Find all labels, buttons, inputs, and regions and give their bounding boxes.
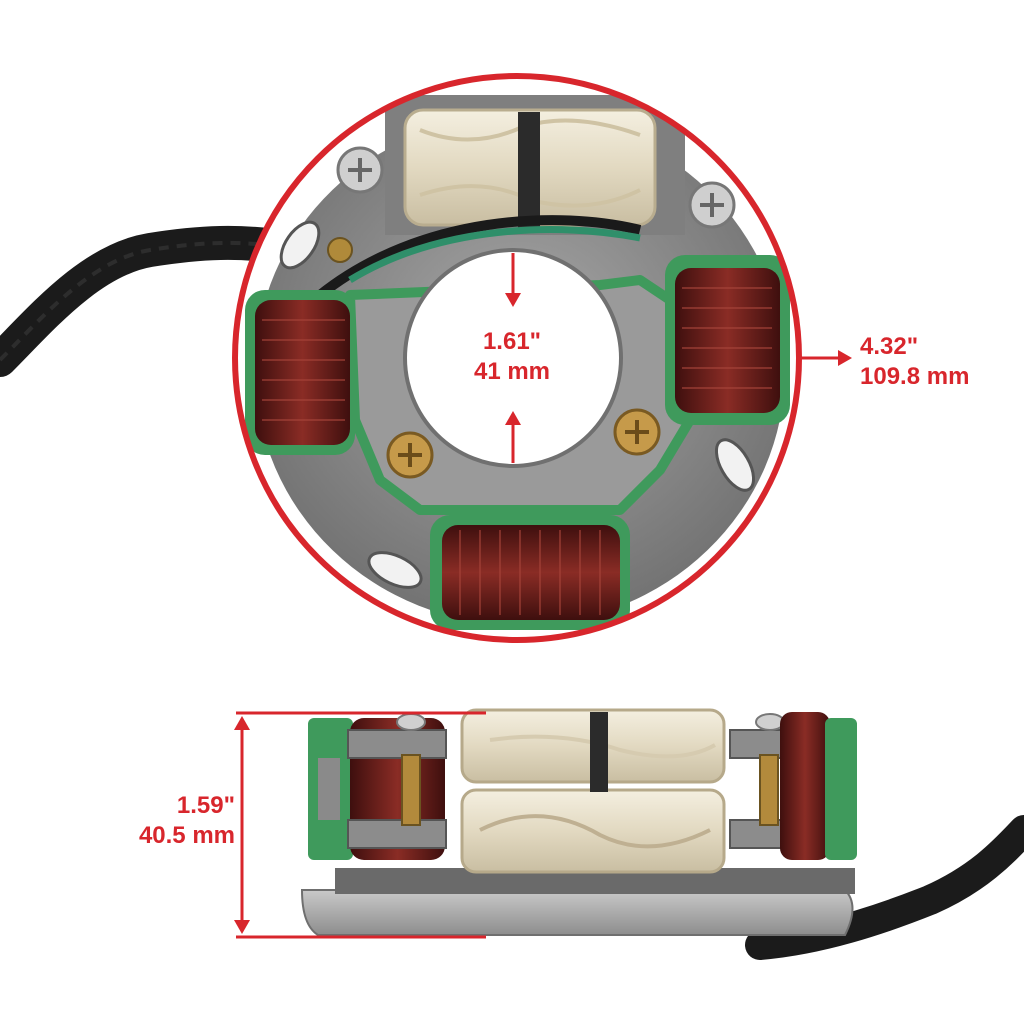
outer-diameter-imperial: 4.32"	[860, 333, 919, 360]
top-view-photo	[235, 76, 799, 640]
inner-diameter-arrows	[505, 253, 521, 463]
height-label: 1.59" 40.5 mm	[100, 791, 235, 851]
outer-diameter-label: 4.32" 109.8 mm	[860, 332, 1010, 392]
outer-diameter-metric: 109.8 mm	[860, 363, 970, 390]
side-view-photo	[300, 708, 1024, 960]
inner-diameter-metric: 41 mm	[473, 358, 551, 385]
height-metric: 40.5 mm	[138, 822, 235, 849]
height-imperial: 1.59"	[176, 792, 235, 819]
height-dimension	[234, 711, 486, 939]
outer-diameter-arrow	[799, 350, 852, 366]
inner-diameter-imperial: 1.61"	[482, 328, 542, 355]
inner-diameter-label: 1.61" 41 mm	[452, 327, 572, 387]
